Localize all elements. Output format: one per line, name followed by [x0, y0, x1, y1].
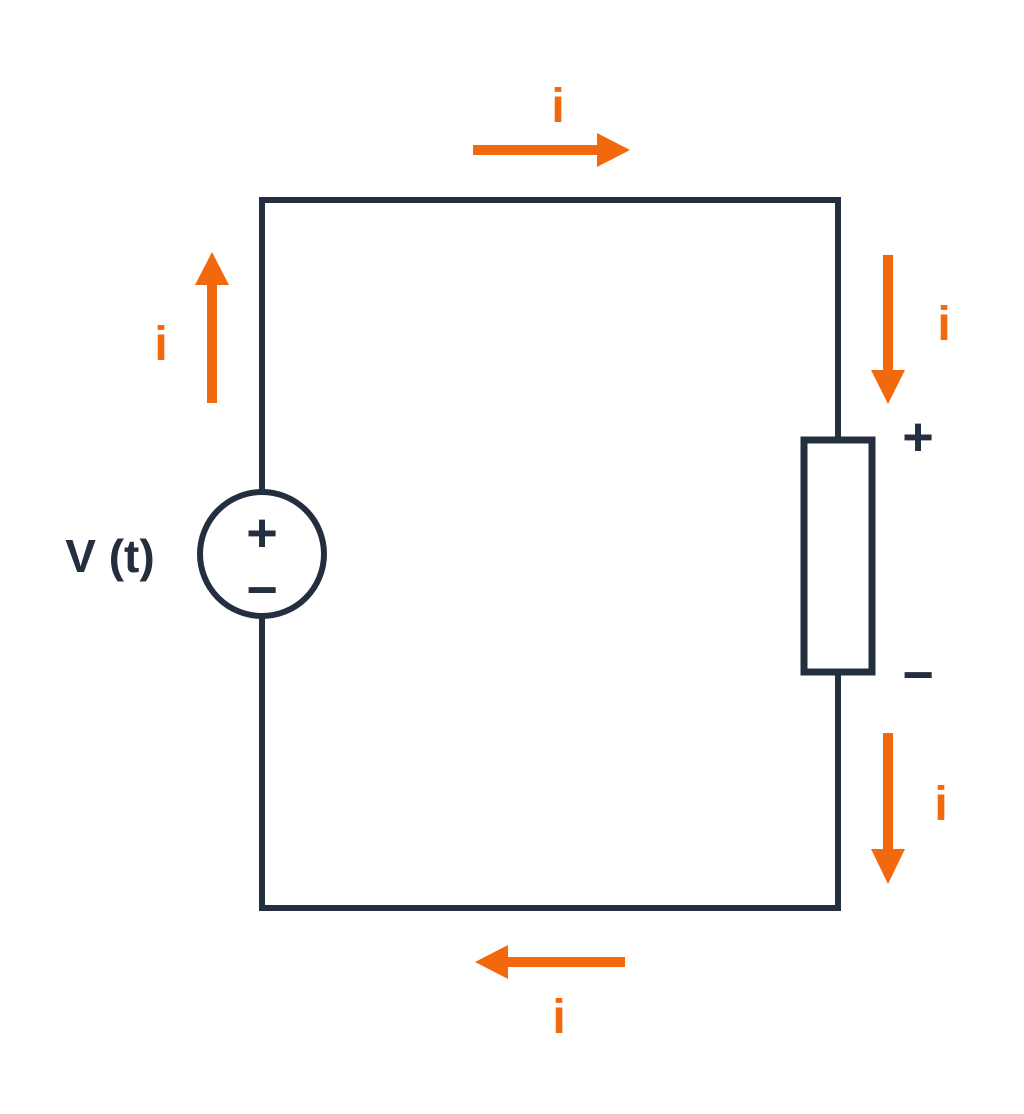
current-arrow-right-upper: i [871, 255, 951, 404]
arrow-down-head-icon [871, 849, 905, 884]
current-label-bottom: i [552, 991, 565, 1044]
source-voltage-label: V (t) [65, 530, 154, 582]
current-label-right-upper: i [937, 298, 950, 351]
load-negative-sign: − [902, 645, 934, 705]
load-positive-sign: + [902, 407, 934, 467]
current-label-top: i [551, 80, 564, 133]
load-resistor: + − [800, 407, 934, 705]
circuit-loop-wire [259, 197, 841, 911]
arrow-up-head-icon [195, 252, 229, 285]
current-label-left: i [154, 318, 167, 371]
current-arrow-bottom: i [475, 945, 625, 1044]
source-positive-sign: + [246, 503, 278, 563]
voltage-source-circle-icon [197, 489, 327, 619]
arrow-right-head-icon [597, 133, 630, 167]
current-arrow-top: i [473, 80, 630, 167]
arrow-down-head-icon [871, 370, 905, 404]
resistor-rect-icon [800, 436, 876, 676]
current-arrow-left: i [154, 252, 229, 403]
arrow-left-head-icon [475, 945, 508, 979]
current-arrow-right-lower: i [871, 733, 948, 884]
current-label-right-lower: i [934, 778, 947, 831]
source-negative-sign: − [246, 560, 278, 620]
voltage-source: + − [197, 489, 327, 620]
